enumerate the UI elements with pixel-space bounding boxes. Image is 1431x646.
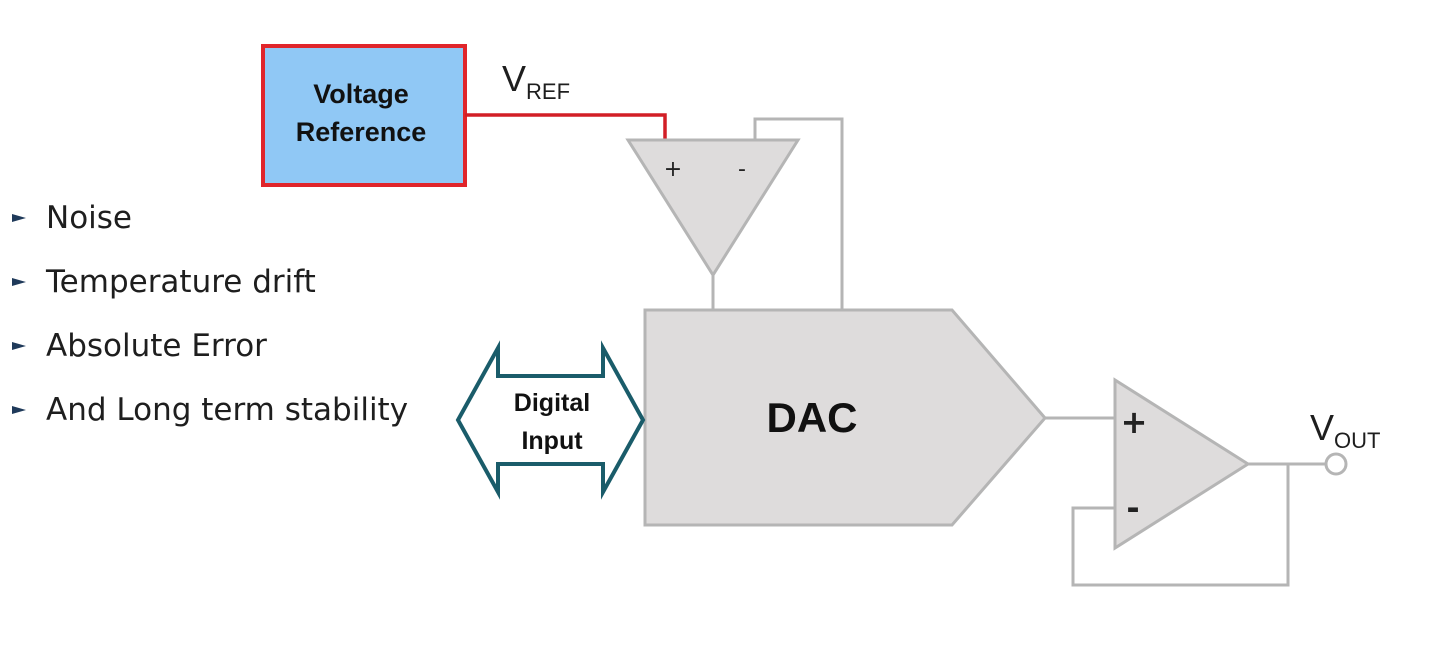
list-item: Absolute Error xyxy=(12,314,408,378)
dac-block: DAC xyxy=(643,308,1047,527)
reference-buffer-amplifier: + - xyxy=(625,138,801,278)
vout-label: VOUT xyxy=(1310,407,1380,453)
list-item-text: And Long term stability xyxy=(46,392,409,428)
vref-label: VREF xyxy=(502,58,570,104)
voltage-reference-label-line1: Voltage xyxy=(313,79,409,109)
output-amp-minus-sign: - xyxy=(1126,489,1139,527)
digital-input-label-line1: Digital xyxy=(514,389,590,417)
ref-buffer-plus-sign: + xyxy=(664,157,682,182)
list-item: And Long term stability xyxy=(12,378,408,442)
list-item-text: Temperature drift xyxy=(46,264,316,300)
voltage-reference-block: Voltage Reference xyxy=(261,44,467,187)
voltage-reference-label-line2: Reference xyxy=(296,117,427,147)
output-terminal xyxy=(1324,452,1348,476)
reference-error-sources-list: Noise Temperature drift Absolute Error A… xyxy=(12,186,408,442)
output-amp-feedback-wire xyxy=(1071,464,1290,587)
bullet-arrow-icon xyxy=(12,214,26,222)
list-item: Noise xyxy=(12,186,408,250)
vref-wire xyxy=(465,113,667,140)
bullet-arrow-icon xyxy=(12,406,26,414)
bullet-arrow-icon xyxy=(12,342,26,350)
ref-buffer-minus-sign: - xyxy=(738,157,746,182)
digital-input-label-line2: Input xyxy=(521,427,583,455)
output-amplifier: + - xyxy=(1113,377,1251,551)
list-item: Temperature drift xyxy=(12,250,408,314)
digital-input-arrow: Digital Input xyxy=(455,340,646,500)
bullet-arrow-icon xyxy=(12,278,26,286)
dac-label: DAC xyxy=(767,394,858,441)
output-amp-plus-sign: + xyxy=(1121,403,1148,441)
list-item-text: Noise xyxy=(46,200,132,236)
ref-buffer-feedback-wire xyxy=(753,117,844,310)
list-item-text: Absolute Error xyxy=(46,328,267,364)
